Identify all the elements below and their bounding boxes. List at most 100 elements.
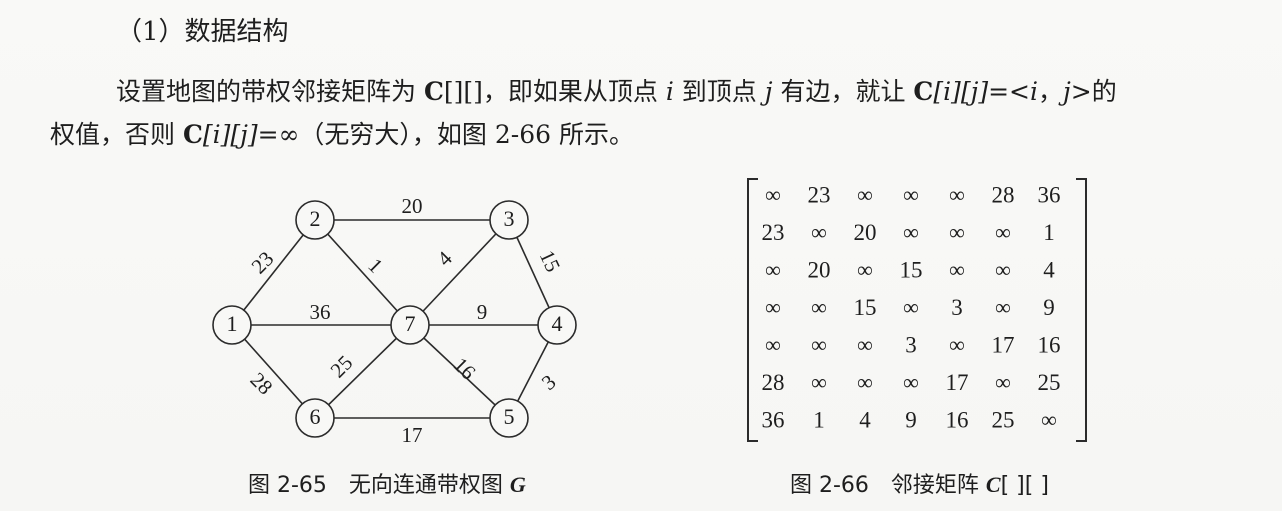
figure-caption-matrix: 图 2-66 邻接矩阵 C[ ][ ] bbox=[790, 467, 1049, 499]
matrix-cell-1-5: ∞ bbox=[995, 220, 1011, 245]
edge-weight-7-6: 25 bbox=[326, 351, 358, 383]
matrix-cell-1-3: ∞ bbox=[903, 220, 919, 245]
edge-weight-3-7: 4 bbox=[432, 246, 457, 271]
graph-node-4 bbox=[537, 305, 577, 345]
caption-matrix-text: 图 2-66 邻接矩阵 bbox=[790, 473, 986, 498]
edge-weight-7-5: 16 bbox=[449, 353, 481, 385]
matrix-right-bracket bbox=[1076, 178, 1087, 442]
matrix-cell-5-1: ∞ bbox=[811, 370, 827, 395]
para-text-7: 权值，否则 bbox=[50, 120, 183, 150]
matrix-cell-2-2: ∞ bbox=[857, 257, 873, 282]
graph-node-7 bbox=[390, 305, 430, 345]
matrix-cell-1-1: ∞ bbox=[811, 220, 827, 245]
pair-i: i bbox=[1029, 76, 1038, 106]
edge-weight-7-4: 9 bbox=[477, 300, 488, 324]
matrix-index-2: [i][j] bbox=[202, 120, 258, 150]
matrix-cell-1-4: ∞ bbox=[949, 220, 965, 245]
graph-node-label-2: 2 bbox=[310, 206, 321, 231]
matrix-cell-5-2: ∞ bbox=[857, 370, 873, 395]
matrix-cell-6-4: 16 bbox=[946, 407, 969, 432]
para-text-8: =∞（无穷大），如图 2-66 所示。 bbox=[257, 120, 634, 150]
graph-edge-2-7 bbox=[314, 219, 411, 326]
graph-edge-7-6 bbox=[314, 324, 411, 419]
caption-graph-symbol: G bbox=[509, 472, 526, 497]
graph-edge-1-6 bbox=[231, 324, 316, 419]
matrix-cell-2-3: 15 bbox=[900, 257, 923, 282]
edge-weight-4-5: 3 bbox=[537, 370, 560, 395]
graph-node-label-4: 4 bbox=[552, 311, 563, 336]
graph-node-label-1: 1 bbox=[227, 311, 238, 336]
edge-weight-3-4: 15 bbox=[535, 246, 566, 275]
matrix-cell-2-1: 20 bbox=[808, 257, 831, 282]
graph-node-label-7: 7 bbox=[405, 311, 416, 336]
matrix-cell-3-1: ∞ bbox=[811, 295, 827, 320]
graph-node-label-5: 5 bbox=[504, 404, 515, 429]
matrix-cell-5-5: ∞ bbox=[995, 370, 1011, 395]
figure-caption-graph: 图 2-65 无向连通带权图 G bbox=[248, 467, 526, 499]
matrix-cell-3-5: ∞ bbox=[995, 295, 1011, 320]
matrix-cell-0-4: ∞ bbox=[949, 182, 965, 207]
var-i: i bbox=[665, 76, 674, 106]
edge-weight-2-7: 1 bbox=[363, 253, 387, 277]
matrix-cell-0-6: 36 bbox=[1038, 182, 1061, 207]
caption-matrix-suffix: [ ][ ] bbox=[1000, 473, 1049, 498]
graph-edge-7-5 bbox=[409, 324, 510, 419]
para-text-3: 到顶点 bbox=[673, 76, 765, 106]
matrix-cell-3-0: ∞ bbox=[765, 295, 781, 320]
matrix-cell-1-2: 20 bbox=[854, 220, 877, 245]
matrix-index-1: [i][j] bbox=[933, 76, 989, 106]
graph-nodes: 1 2 3 4 5 6 7 bbox=[212, 200, 577, 438]
matrix-cell-0-3: ∞ bbox=[903, 182, 919, 207]
matrix-cell-3-4: 3 bbox=[951, 295, 963, 320]
graph-node-2 bbox=[295, 200, 335, 240]
text-block: （1）数据结构 设置地图的带权邻接矩阵为 C[][]，即如果从顶点 i 到顶点 … bbox=[50, 16, 1260, 156]
matrix-cell-4-3: 3 bbox=[905, 332, 917, 357]
pair-j: j bbox=[1063, 76, 1071, 106]
matrix-ref-c-2: C bbox=[182, 120, 203, 150]
matrix-cell-2-5: ∞ bbox=[995, 257, 1011, 282]
matrix-name-c: C bbox=[423, 76, 444, 106]
matrix-cell-4-5: 17 bbox=[992, 332, 1015, 357]
matrix-cell-2-0: ∞ bbox=[765, 257, 781, 282]
para-text-1: 设置地图的带权邻接矩阵为 bbox=[116, 76, 424, 106]
matrix-cell-5-4: 17 bbox=[946, 370, 969, 395]
graph-node-label-3: 3 bbox=[504, 206, 515, 231]
para-text-2: ，即如果从顶点 bbox=[482, 76, 666, 106]
matrix-cell-5-3: ∞ bbox=[903, 370, 919, 395]
matrix-cell-6-1: 1 bbox=[813, 407, 825, 432]
matrix-ref-c-1: C bbox=[913, 76, 934, 106]
matrix-cell-4-6: 16 bbox=[1038, 332, 1061, 357]
matrix-cell-1-6: 1 bbox=[1043, 220, 1055, 245]
pair-comma: ， bbox=[1037, 76, 1063, 106]
graph-node-label-6: 6 bbox=[310, 404, 321, 429]
graph-node-5 bbox=[489, 398, 529, 438]
matrix-cell-4-4: ∞ bbox=[949, 332, 965, 357]
caption-matrix-symbol: C bbox=[985, 472, 1001, 497]
graph-edge-1-2 bbox=[231, 219, 316, 326]
edge-weight-1-7: 36 bbox=[310, 300, 331, 324]
para-text-6: >的 bbox=[1070, 76, 1117, 106]
graph-node-3 bbox=[489, 200, 529, 240]
caption-graph-text: 图 2-65 无向连通带权图 bbox=[248, 473, 510, 498]
matrix-cell-6-3: 9 bbox=[905, 407, 917, 432]
edge-weight-6-5: 17 bbox=[402, 423, 423, 447]
matrix-cell-3-6: 9 bbox=[1043, 295, 1055, 320]
edge-weight-1-6: 28 bbox=[246, 368, 278, 400]
matrix-cell-6-0: 36 bbox=[762, 407, 785, 432]
matrix-cell-2-6: 4 bbox=[1043, 257, 1055, 282]
matrix-cell-6-2: 4 bbox=[859, 407, 871, 432]
var-j: j bbox=[764, 76, 773, 106]
matrix-cell-3-2: 15 bbox=[854, 295, 877, 320]
matrix-left-bracket bbox=[747, 178, 758, 442]
matrix-brackets bbox=[747, 178, 1087, 442]
edge-weight-2-3: 20 bbox=[402, 194, 423, 218]
matrix-cell-0-5: 28 bbox=[992, 182, 1015, 207]
graph-node-1 bbox=[212, 305, 252, 345]
matrix-cell-0-0: ∞ bbox=[765, 182, 781, 207]
matrix-cell-4-0: ∞ bbox=[765, 332, 781, 357]
